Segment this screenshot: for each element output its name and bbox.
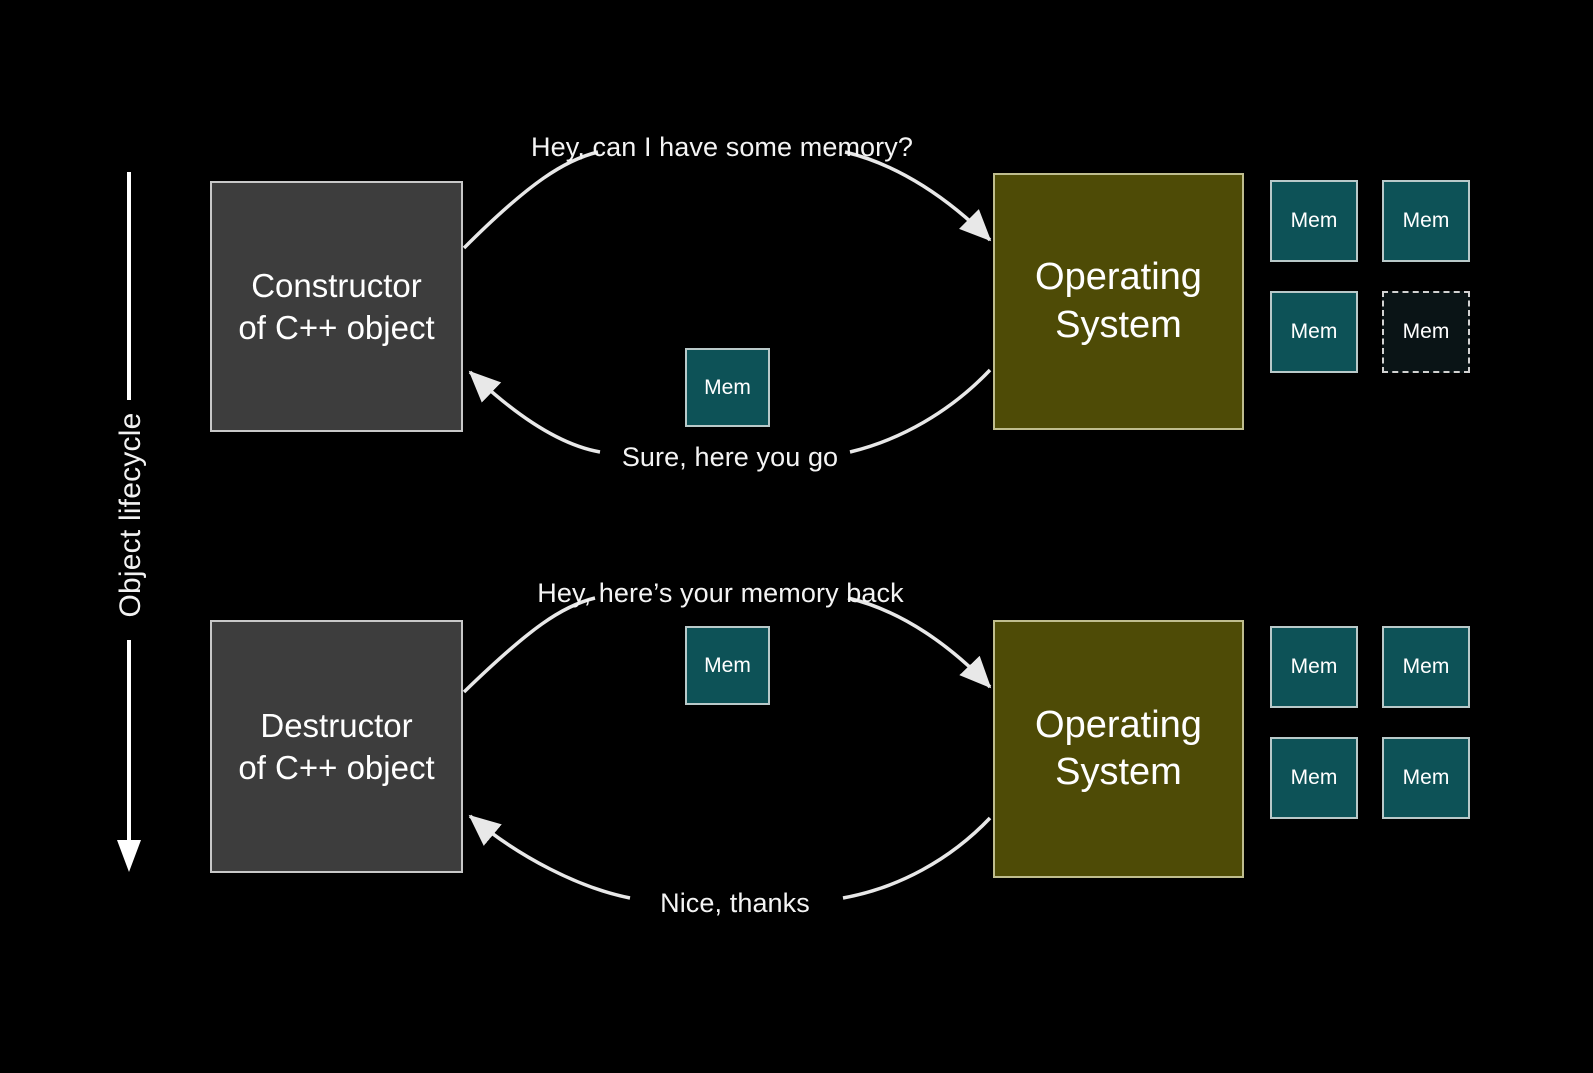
os-box-destruction-line1: Operating (1035, 703, 1202, 746)
os-box-construction-label: Operating System (1025, 254, 1212, 349)
memory-pool-destruction-block-4[interactable]: Mem (1382, 737, 1470, 819)
memory-pool-destruction-block-2[interactable]: Mem (1382, 626, 1470, 708)
arrow-reply-destruction (468, 814, 992, 900)
constructor-box-line2: of C++ object (238, 308, 435, 346)
destructor-box-line2: of C++ object (238, 748, 435, 786)
os-box-destruction[interactable]: Operating System (993, 620, 1244, 878)
lifecycle-axis: Object lifecycle (104, 168, 154, 874)
constructor-box[interactable]: Constructor of C++ object (210, 181, 463, 432)
os-box-construction[interactable]: Operating System (993, 173, 1244, 430)
destructor-box-label: Destructor of C++ object (228, 705, 444, 788)
memory-pool-destruction-block-1[interactable]: Mem (1270, 626, 1358, 708)
constructor-box-line1: Constructor (251, 267, 422, 305)
memory-pool-construction-block-1[interactable]: Mem (1270, 180, 1358, 262)
os-box-construction-line1: Operating (1035, 256, 1202, 298)
lifecycle-label: Object lifecycle (114, 412, 147, 618)
message-reply-destruction: Nice, thanks (660, 888, 810, 918)
memory-block-in-transit-construction[interactable]: Mem (685, 348, 770, 427)
memory-pool-construction-block-2[interactable]: Mem (1382, 180, 1470, 262)
os-box-destruction-line2: System (1055, 751, 1182, 793)
os-box-construction-line2: System (1055, 303, 1182, 346)
message-request-destruction: Hey, here’s your memory back (537, 578, 904, 608)
constructor-box-label: Constructor of C++ object (228, 265, 444, 348)
destructor-box-line1: Destructor (260, 707, 413, 745)
memory-pool-construction-block-3[interactable]: Mem (1270, 291, 1358, 373)
memory-pool-construction-block-4[interactable]: Mem (1382, 291, 1470, 373)
arrow-request-construction (462, 150, 992, 250)
memory-block-in-transit-destruction[interactable]: Mem (685, 626, 770, 705)
destructor-box[interactable]: Destructor of C++ object (210, 620, 463, 873)
message-request-construction: Hey, can I have some memory? (531, 132, 913, 162)
memory-pool-destruction-block-3[interactable]: Mem (1270, 737, 1358, 819)
message-reply-construction: Sure, here you go (621, 442, 839, 472)
os-box-destruction-label: Operating System (1025, 702, 1212, 797)
